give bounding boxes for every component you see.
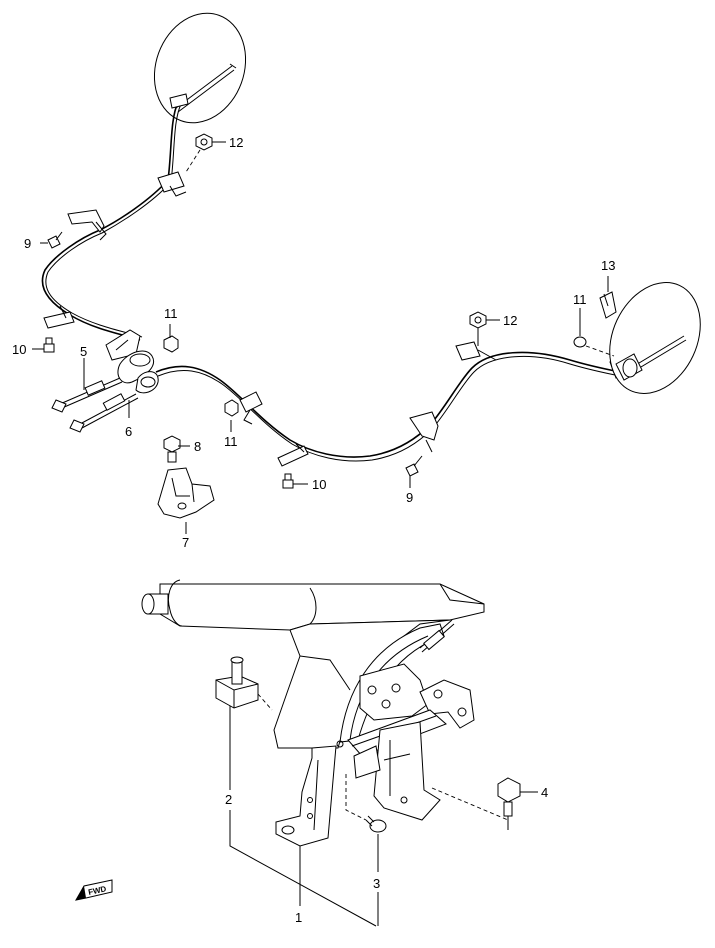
- equalizer-assembly: [51, 350, 159, 433]
- callout-7: 7: [182, 535, 189, 550]
- nut-12-upper: [195, 133, 213, 151]
- forward-direction-badge: FWD: [75, 879, 113, 901]
- bolt-9-mid: [405, 455, 423, 477]
- callout-11-mid: 11: [224, 434, 238, 449]
- callout-9-left: 9: [24, 236, 31, 251]
- leader-lines-top: [32, 141, 615, 534]
- fwd-label: FWD: [87, 884, 107, 897]
- callout-10-mid: 10: [312, 477, 326, 492]
- callout-12-upper: 12: [229, 135, 243, 150]
- callout-10-left: 10: [12, 342, 26, 357]
- washer-11-left: [163, 335, 179, 353]
- clip-nut-2: [215, 656, 259, 709]
- washer-11-right: [573, 336, 587, 348]
- left-brake-drum: [153, 12, 247, 124]
- callout-12-right: 12: [503, 313, 517, 328]
- callout-6: 6: [125, 424, 132, 439]
- bolt-8: [163, 435, 181, 463]
- bolt-10-left: [43, 337, 55, 353]
- callout-13: 13: [601, 258, 615, 273]
- callout-labels: 12 9 10 5 11 6 8 11 7 10 9 12 11 13 2 4 …: [12, 135, 615, 925]
- bolt-4: [497, 777, 521, 817]
- callout-4: 4: [541, 785, 548, 800]
- right-brake-drum: [609, 282, 701, 394]
- washer-11-mid: [224, 399, 239, 417]
- clip-13: [599, 291, 617, 319]
- callout-11-right: 11: [573, 292, 587, 307]
- callout-5: 5: [80, 344, 87, 359]
- callout-11-left: 11: [164, 306, 178, 321]
- bolt-10-mid: [282, 473, 294, 489]
- nut-12-right: [469, 311, 487, 329]
- callout-9-mid: 9: [406, 490, 413, 505]
- bolt-9-left: [47, 231, 63, 249]
- parking-brake-lever-assembly: [141, 579, 485, 847]
- callout-8: 8: [194, 439, 201, 454]
- callout-1: 1: [295, 910, 302, 925]
- callout-3: 3: [373, 876, 380, 891]
- leader-lines-bottom: [229, 693, 538, 927]
- callout-2: 2: [225, 792, 232, 807]
- left-brake-cable: [41, 93, 189, 361]
- screw-3: [365, 815, 387, 833]
- bracket-7: [157, 467, 215, 519]
